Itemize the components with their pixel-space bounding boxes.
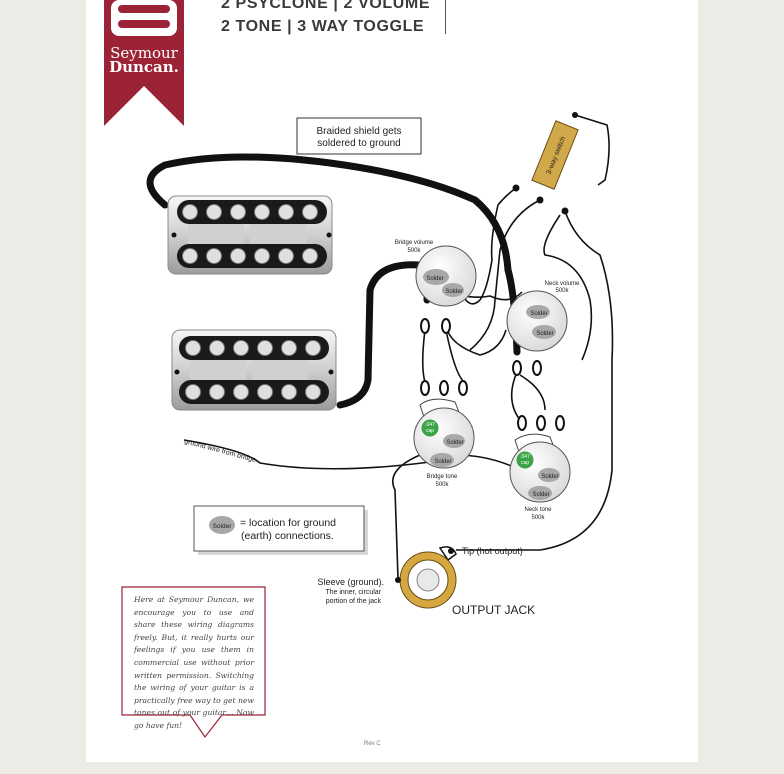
tip-label: Tip (hot output) (462, 546, 523, 556)
revision-label: Rev C (364, 741, 381, 747)
svg-text:Solder: Solder (426, 276, 443, 282)
svg-text:Solder: Solder (536, 331, 553, 337)
neck-pickup (167, 195, 333, 275)
bridge-volume-pot: Solder Solder Bridge volume 500k (395, 240, 477, 334)
neck-volume-label: Neck volume (545, 281, 580, 287)
legend-line1: = location for ground (240, 517, 336, 529)
seymour-duncan-logo: Seymour Duncan. (104, 0, 184, 126)
output-jack-label: OUTPUT JACK (452, 603, 535, 617)
logo-line2: Duncan. (109, 58, 179, 76)
usage-note: Here at Seymour Duncan, we encourage you… (134, 595, 254, 730)
svg-text:500k: 500k (435, 482, 449, 488)
header-divider (445, 0, 446, 34)
svg-text:500k: 500k (531, 515, 545, 521)
neck-tone-label: Neck tone (524, 507, 552, 513)
neck-volume-pot: Solder Solder Neck volume 500k (506, 281, 580, 376)
svg-text:Solder: Solder (446, 440, 463, 446)
header-line2: 2 TONE | 3 WAY TOGGLE (221, 18, 425, 35)
legend-line2: (earth) connections. (241, 530, 334, 542)
svg-text:500k: 500k (555, 288, 569, 294)
svg-text:.047: .047 (520, 454, 530, 460)
note-bubble (121, 586, 266, 739)
braided-callout-box (296, 117, 422, 155)
svg-text:The inner, circular: The inner, circular (325, 589, 381, 596)
svg-text:portion of the jack: portion of the jack (326, 598, 382, 605)
bridge-pickup (171, 329, 337, 411)
output-jack: Tip (hot output) Sleeve (ground). The in… (317, 546, 535, 617)
braided-label-1: Braided shield gets (316, 126, 401, 137)
sleeve-label-1: Sleeve (ground). (317, 577, 384, 587)
braided-label-2: soldered to ground (317, 138, 400, 149)
header-line1: 2 PSYCLONE | 2 VOLUME (221, 0, 431, 12)
bridge-tone-pot: .047 cap Solder Solder Bridge tone 500k (413, 380, 475, 488)
three-way-switch: 3-way switch (512, 112, 579, 215)
neck-tone-pot: .047 cap Solder Solder Neck tone 500k (509, 415, 571, 521)
svg-text:.047: .047 (425, 422, 435, 428)
bridge-tone-label: Bridge tone (427, 474, 458, 480)
bridge-volume-label: Bridge volume (395, 240, 434, 246)
svg-text:Solder: Solder (532, 492, 549, 498)
svg-text:Solder: Solder (541, 474, 558, 480)
logo-line1: Seymour (110, 44, 179, 62)
ground-wire-label: ground wire from bridge (183, 438, 256, 464)
svg-text:cap: cap (521, 460, 529, 466)
svg-text:Solder: Solder (213, 523, 233, 530)
svg-text:Solder: Solder (434, 459, 451, 465)
svg-text:Solder: Solder (530, 311, 547, 317)
svg-text:cap: cap (426, 428, 434, 434)
svg-text:Solder: Solder (445, 289, 462, 295)
ground-legend: Solder = location for ground (earth) con… (193, 505, 368, 555)
svg-text:500k: 500k (407, 248, 421, 254)
